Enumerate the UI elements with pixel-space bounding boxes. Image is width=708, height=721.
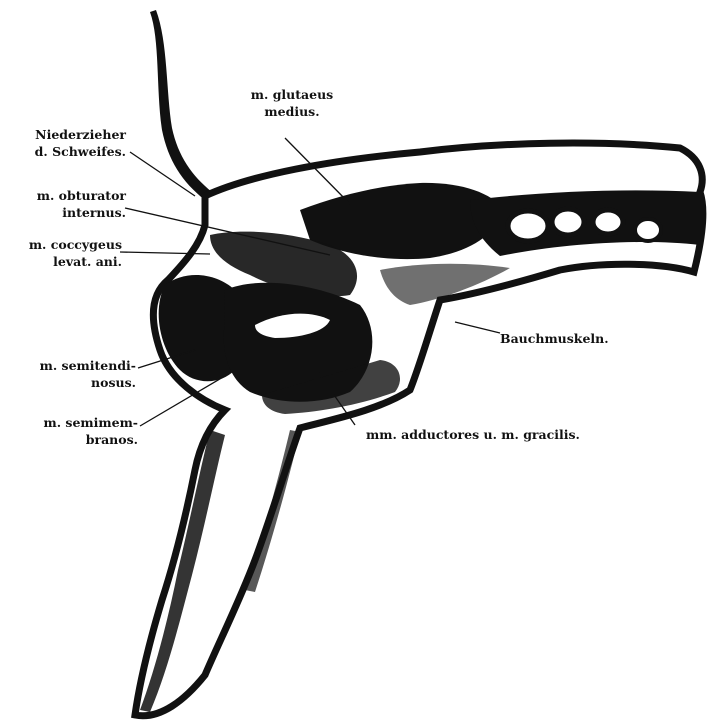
label-line: m. semimem- [0,414,138,431]
label-line: mm. adductores u. m. gracilis. [366,426,580,443]
label-line: m. obturator [0,187,126,204]
label-semimembranosus: m. semimem- branos. [0,414,138,448]
label-line: branos. [0,431,138,448]
label-line: Bauchmuskeln. [500,330,609,347]
leader-bauchmuskeln [455,322,500,333]
label-line: d. Schweifes. [0,143,126,160]
label-coccygeus: m. coccygeus levat. ani. [0,236,122,270]
label-line: Niederzieher [0,126,126,143]
label-niederzieher: Niederzieher d. Schweifes. [0,126,126,160]
label-semitendinosus: m. semitendi- nosus. [0,357,136,391]
label-line: nosus. [0,374,136,391]
vertebra [593,210,623,234]
vertebra [508,211,548,241]
label-adductores-gracilis: mm. adductores u. m. gracilis. [366,426,580,443]
label-line: levat. ani. [0,253,122,270]
label-line: internus. [0,204,126,221]
label-line: m. coccygeus [0,236,122,253]
vertebra [552,209,584,235]
vertebra [635,219,661,241]
label-glutaeus-medius: m. glutaeus medius. [232,86,352,120]
label-line: m. glutaeus [232,86,352,103]
label-line: m. semitendi- [0,357,136,374]
label-line: medius. [232,103,352,120]
label-obturator-internus: m. obturator internus. [0,187,126,221]
label-bauchmuskeln: Bauchmuskeln. [500,330,609,347]
